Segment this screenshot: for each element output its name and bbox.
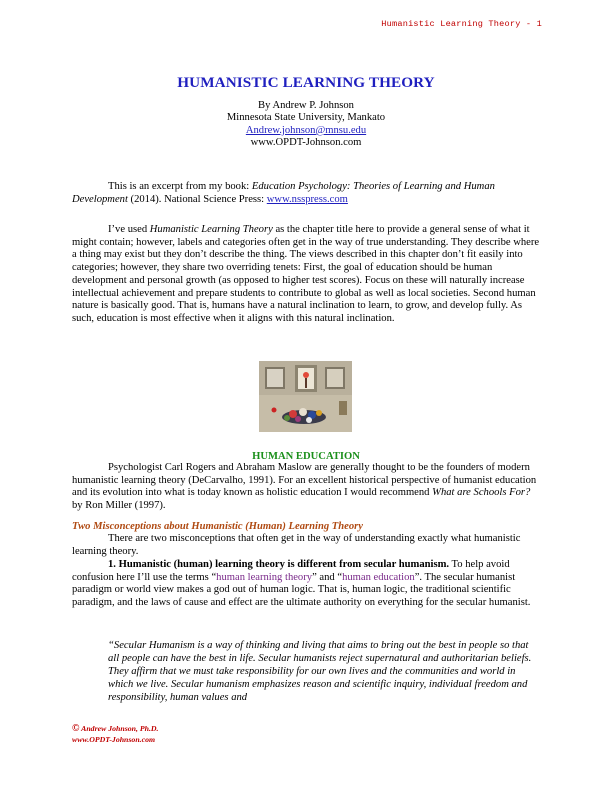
misconceptions-intro: There are two misconceptions that often … bbox=[72, 533, 521, 557]
misconceptions-heading: Two Misconceptions about Humanistic (Hum… bbox=[72, 521, 363, 532]
classroom-photo bbox=[259, 361, 352, 432]
excerpt-book-title: Education Psychology: Theories of Learni… bbox=[72, 181, 495, 205]
excerpt-paragraph: This is an excerpt from my book: Educati… bbox=[72, 181, 542, 206]
human-education-book: What are Schools For? bbox=[432, 487, 531, 499]
term-human-learning-theory: human learning theory bbox=[216, 571, 313, 583]
footer-author: Andrew Johnson, Ph.D. bbox=[79, 724, 159, 733]
intro-text-b: as the chapter title here to provide a g… bbox=[72, 224, 540, 324]
byline: By Andrew P. Johnson Minnesota State Uni… bbox=[0, 100, 612, 150]
point-1-text-a: To help avoid confusion here I’ll use th… bbox=[72, 559, 510, 583]
footer: © Andrew Johnson, Ph.D. www.OPDT-Johnson… bbox=[72, 723, 159, 745]
term-human-education: human education bbox=[342, 571, 415, 583]
human-education-paragraph: Psychologist Carl Rogers and Abraham Mas… bbox=[72, 462, 542, 513]
publisher-link[interactable]: www.nsspress.com bbox=[266, 193, 348, 205]
author-website: www.OPDT-Johnson.com bbox=[250, 137, 362, 149]
human-education-text-b: by Ron Miller (1997). bbox=[72, 500, 166, 512]
page-title: HUMANISTIC LEARNING THEORY bbox=[177, 74, 435, 91]
misconception-point-1: 1. Humanistic (human) learning theory is… bbox=[72, 559, 542, 610]
human-education-text-a: Psychologist Carl Rogers and Abraham Mas… bbox=[72, 462, 537, 499]
copyright-symbol: © bbox=[72, 723, 80, 734]
excerpt-publisher: (2014). National Science Press: bbox=[127, 193, 267, 205]
footer-website: www.OPDT-Johnson.com bbox=[72, 734, 156, 744]
point-1-heading: 1. Humanistic (human) learning theory is… bbox=[108, 559, 450, 570]
author-name: By Andrew P. Johnson bbox=[258, 100, 354, 111]
point-1-text-b: ” and “ bbox=[312, 571, 343, 583]
author-affiliation: Minnesota State University, Mankato bbox=[226, 112, 386, 124]
intro-paragraph: I’ve used Humanistic Learning Theory as … bbox=[72, 224, 542, 326]
point-1-text-c: ”. The secular humanist paradigm or worl… bbox=[72, 571, 531, 609]
running-header: Humanistic Learning Theory - 1 bbox=[381, 19, 542, 29]
intro-term: Humanistic Learning Theory bbox=[149, 224, 273, 235]
excerpt-lead: This is an excerpt from my book: bbox=[108, 181, 252, 192]
classroom-photo-icon bbox=[259, 361, 352, 432]
secular-humanism-quote: “Secular Humanism is a way of thinking a… bbox=[108, 640, 532, 703]
intro-text-a: I’ve used bbox=[108, 224, 150, 235]
section-heading: HUMAN EDUCATION bbox=[252, 451, 360, 462]
author-email-link[interactable]: Andrew.johnson@mnsu.edu bbox=[245, 124, 367, 136]
